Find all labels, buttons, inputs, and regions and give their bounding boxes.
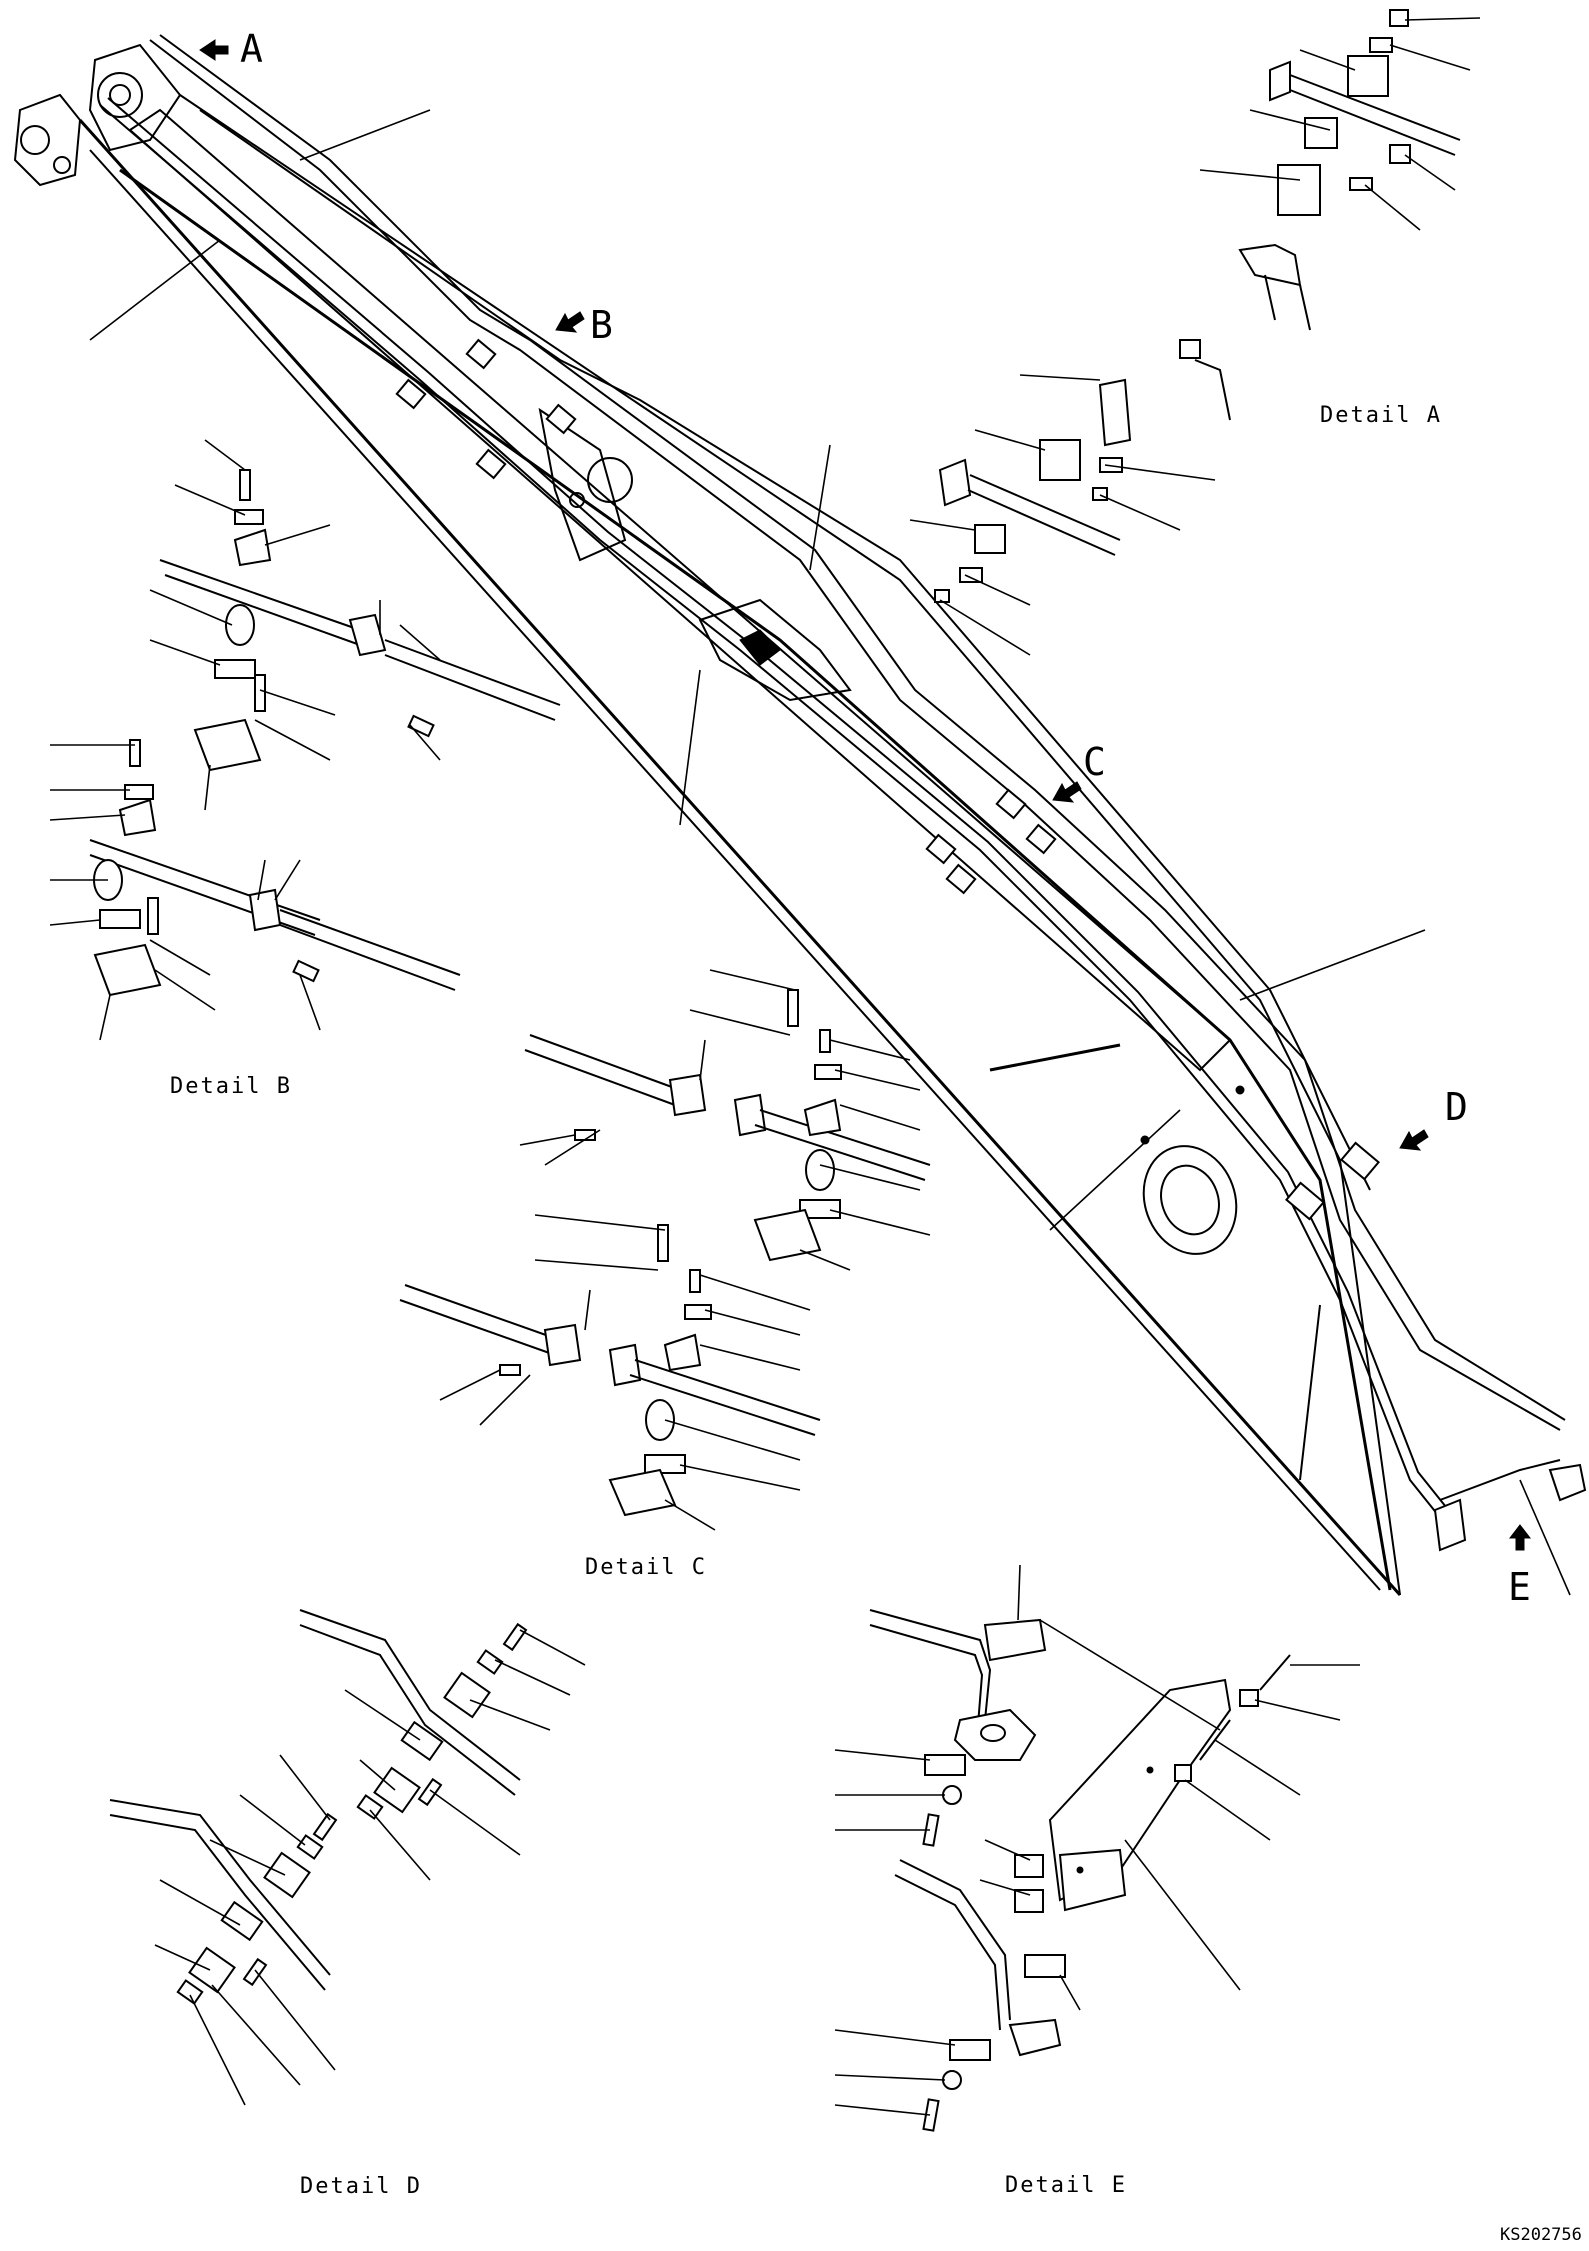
detail-e-label: Detail E: [1005, 2173, 1127, 2198]
detail-c-label: Detail C: [585, 1555, 707, 1580]
detail-d-drawing: [109, 1609, 586, 2106]
detail-d-label: Detail D: [300, 2174, 422, 2199]
detail-a-drawing: [1199, 9, 1481, 331]
detail-e-drawing: [834, 1564, 1360, 2132]
callout-b-label: B: [590, 303, 613, 347]
callout-e-label: E: [1508, 1565, 1531, 1609]
arm-assembly: [13, 34, 1587, 1597]
arrow-c: [1052, 781, 1082, 803]
detail-b-drawing: [49, 439, 561, 1041]
arrow-e: [1508, 1524, 1532, 1551]
callout-a-label: A: [240, 27, 263, 71]
arrow-a: [199, 39, 229, 61]
detail-b2-drawing: [909, 339, 1231, 656]
detail-a-label: Detail A: [1320, 403, 1442, 428]
callout-c-label: C: [1083, 740, 1106, 784]
arrow-b: [555, 311, 585, 333]
detail-b-label: Detail B: [170, 1074, 292, 1099]
callout-arrows: [199, 39, 1532, 1551]
drawing-code: KS202756: [1500, 2225, 1582, 2245]
detail-c-drawing: [399, 969, 931, 1531]
callout-d-label: D: [1445, 1085, 1468, 1129]
arrow-d: [1399, 1129, 1429, 1151]
main-leader-lines: [89, 109, 1571, 1596]
